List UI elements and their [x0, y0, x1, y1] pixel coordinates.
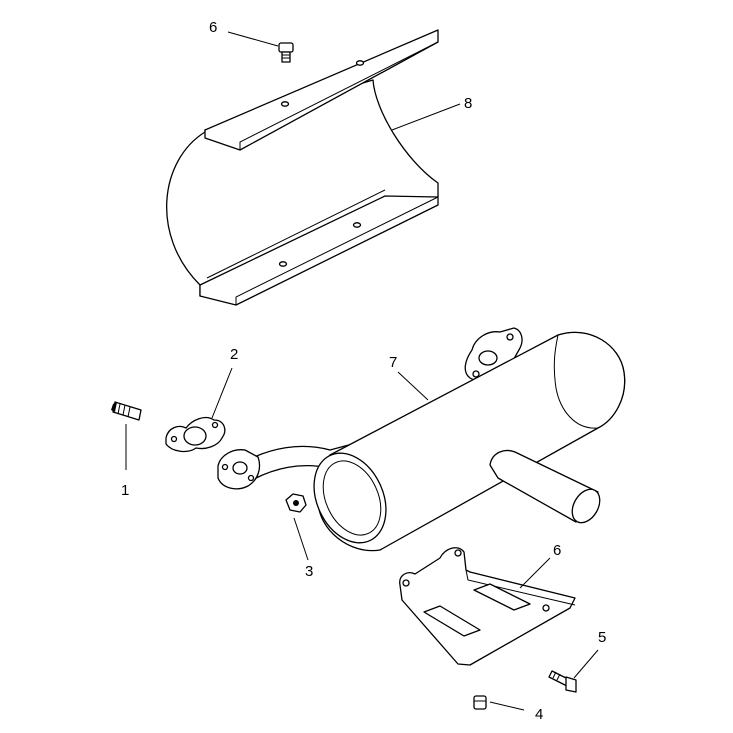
callout-4: 4 [535, 706, 543, 723]
heat-shield-bend-line [206, 189, 386, 279]
heat-shield-bottom-flange-edge [199, 196, 439, 305]
muffler-end-cap-front [313, 452, 387, 544]
bolt-top-head [278, 42, 294, 53]
muffler-rear-flange-port [478, 350, 498, 366]
heat-shield-hole [355, 60, 365, 66]
gasket-hole [211, 421, 219, 429]
leader-7 [397, 371, 429, 401]
heat-shield-hole [278, 261, 288, 267]
heat-shield-top-flange-edge [204, 41, 439, 150]
bracket-plate [399, 547, 576, 666]
bolt-bottom-head [565, 676, 577, 693]
callout-6-bottom: 6 [553, 542, 561, 559]
gasket-hole [170, 435, 178, 443]
bracket-hole [542, 604, 550, 612]
bolt-top [278, 42, 294, 63]
callout-3: 3 [305, 563, 313, 580]
callout-labels: 6 8 2 7 1 3 6 5 4 [121, 19, 606, 723]
stud-body [112, 401, 142, 421]
bracket-hole [402, 579, 410, 587]
leader-6-bottom [519, 557, 551, 589]
small-nut [473, 695, 487, 710]
muffler-end-cap-rear [553, 331, 626, 429]
muffler [217, 327, 626, 552]
muffler-end-cap-front-rim [322, 460, 382, 536]
leader-6-top [227, 31, 279, 47]
nut-bore [293, 500, 299, 506]
leader-3 [293, 517, 309, 561]
leader-lines [125, 31, 599, 711]
bracket-slot [473, 583, 531, 611]
leader-8 [391, 103, 461, 131]
callout-1: 1 [121, 482, 129, 499]
stud-thread [117, 403, 131, 418]
bracket-hole [454, 549, 462, 557]
stud-tip [111, 402, 117, 412]
bolt-bottom-thread [552, 671, 561, 681]
muffler-rear-flange-hole [472, 370, 480, 378]
gasket-port [183, 426, 207, 446]
bracket-bend-line [465, 569, 576, 606]
small-nut-body [473, 695, 487, 710]
callout-5: 5 [598, 629, 606, 646]
heat-shield-hole [280, 101, 290, 107]
bolt-top-shank [281, 51, 291, 63]
stud [111, 401, 142, 421]
callout-7: 7 [389, 354, 397, 371]
muffler-inlet-flange-hole [221, 463, 229, 471]
muffler-rear-flange-hole [506, 333, 514, 341]
leader-5 [573, 649, 599, 679]
bolt-bottom [548, 670, 577, 693]
bolt-top-thread [282, 54, 290, 59]
callout-2: 2 [230, 346, 238, 363]
callout-8: 8 [464, 95, 472, 112]
heat-shield-hole [352, 222, 362, 228]
gasket [165, 416, 226, 453]
leader-2 [211, 367, 233, 419]
callout-6-top: 6 [209, 19, 217, 36]
leader-4 [489, 701, 525, 711]
bracket-slot [423, 605, 481, 637]
heat-shield [166, 29, 439, 306]
muffler-outlet-opening [571, 488, 601, 524]
muffler-inlet-flange-hole [247, 474, 255, 482]
nut [285, 493, 307, 513]
mounting-bracket [399, 547, 576, 666]
muffler-inlet-flange-port [232, 461, 248, 475]
